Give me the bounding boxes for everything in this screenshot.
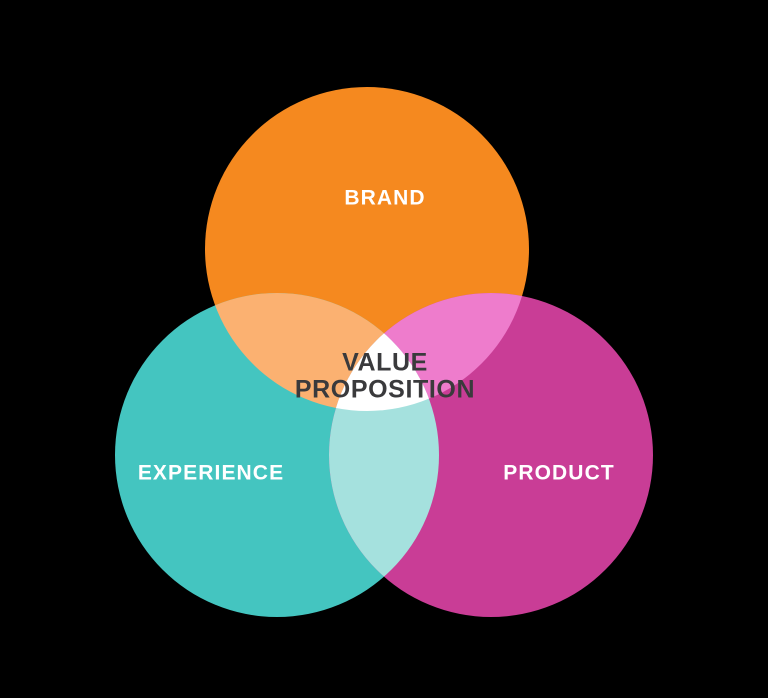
center-label-line2: PROPOSITION xyxy=(295,376,475,404)
circle-label-product: PRODUCT xyxy=(503,462,615,485)
circle-label-experience: EXPERIENCE xyxy=(138,462,284,485)
center-label-line1: VALUE xyxy=(342,349,428,377)
circle-label-brand: BRAND xyxy=(344,187,425,210)
